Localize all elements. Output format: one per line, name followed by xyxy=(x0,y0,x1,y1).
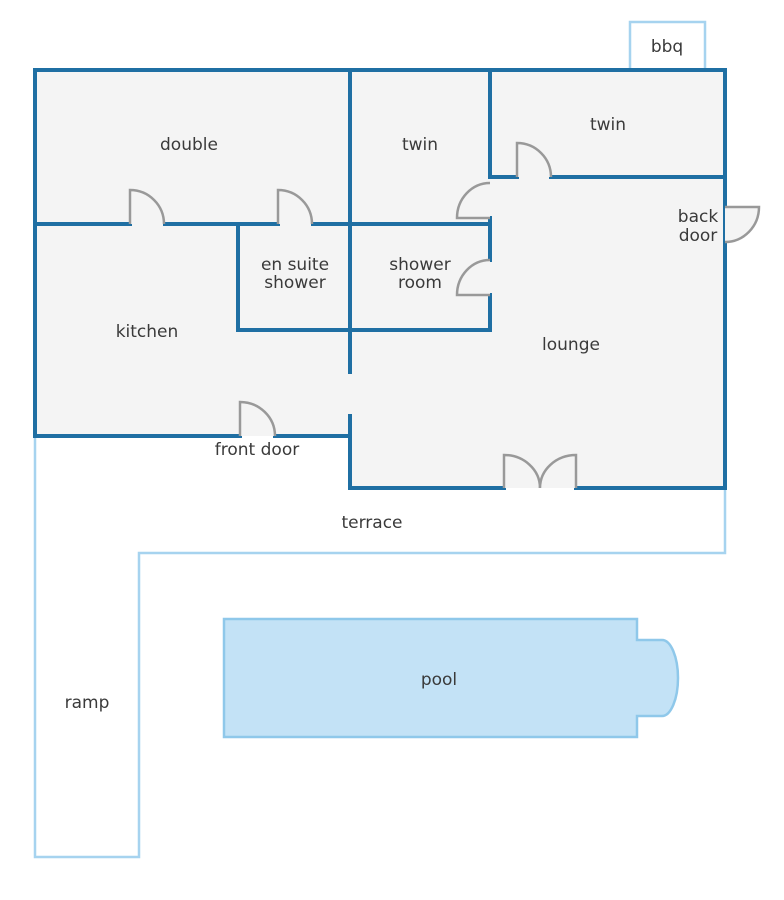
en-suite-door[interactable] xyxy=(276,188,314,225)
front-door-label: front door xyxy=(215,440,299,460)
lounge-door-left[interactable] xyxy=(502,453,542,489)
ramp-label: ramp xyxy=(65,693,110,713)
shower-room-label-1: shower xyxy=(389,255,450,275)
shower-room-door[interactable] xyxy=(455,258,491,297)
double-label: double xyxy=(160,135,218,155)
twin-middle-label: twin xyxy=(402,135,438,155)
shower-room-label-2: room xyxy=(398,273,442,293)
twin-right-label: twin xyxy=(590,115,626,135)
pool-label: pool xyxy=(421,670,457,690)
bbq-label: bbq xyxy=(651,37,683,57)
terrace-label: terrace xyxy=(341,513,402,533)
en-suite-label-2: shower xyxy=(264,273,325,293)
lounge-label: lounge xyxy=(542,335,600,355)
front-door[interactable] xyxy=(238,400,277,437)
en-suite-label-1: en suite xyxy=(261,255,329,275)
twin-middle-door[interactable] xyxy=(455,181,491,220)
back-door-label-2: door xyxy=(679,226,718,246)
walls xyxy=(33,68,727,490)
doors xyxy=(128,141,761,489)
back-door[interactable] xyxy=(724,205,761,244)
terrace-ramp-outline xyxy=(33,436,727,859)
house-floor xyxy=(35,70,725,488)
pool-shape xyxy=(222,617,680,739)
back-door-label-1: back xyxy=(678,207,719,227)
twin-right-door[interactable] xyxy=(515,141,553,178)
kitchen-label: kitchen xyxy=(116,322,179,342)
lounge-door-right[interactable] xyxy=(538,453,578,489)
double-room-door[interactable] xyxy=(128,188,166,225)
